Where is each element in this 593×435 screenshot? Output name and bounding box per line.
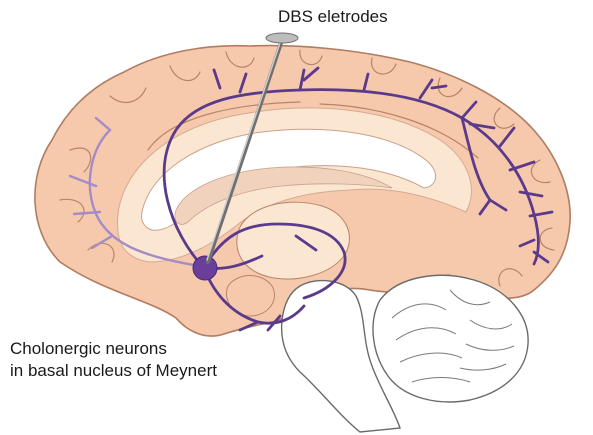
dbs-electrodes-label: DBS eletrodes xyxy=(278,6,388,28)
cholinergic-neurons-label: Cholonergic neurons in basal nucleus of … xyxy=(10,338,217,382)
basal-nucleus-of-meynert xyxy=(193,256,217,280)
cholinergic-label-line-2: in basal nucleus of Meynert xyxy=(10,360,217,382)
cholinergic-label-line-1: Cholonergic neurons xyxy=(10,338,217,360)
electrode-head xyxy=(266,33,298,43)
